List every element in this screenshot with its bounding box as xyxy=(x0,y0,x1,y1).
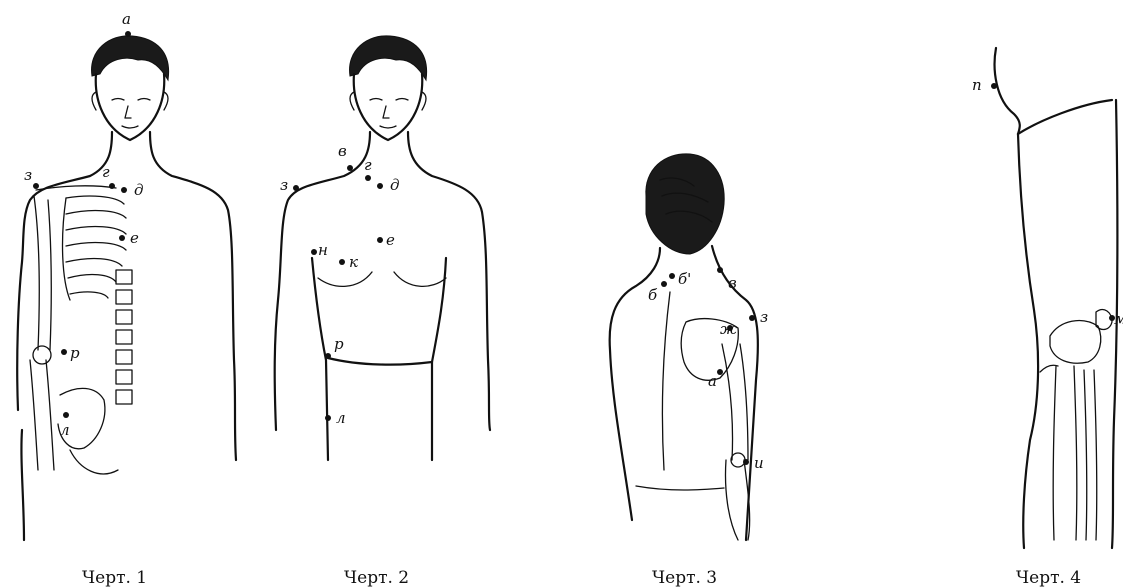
figure-caption: Черт. 4 xyxy=(1016,568,1081,588)
figure-2-drawing xyxy=(275,36,490,460)
point-b-prime-dot xyxy=(669,273,675,279)
point-label: н xyxy=(318,241,328,259)
point-g-dot xyxy=(365,175,371,181)
figure-1: а г д з е р л Черт. 1 xyxy=(17,10,236,588)
point-v-dot xyxy=(347,165,353,171)
point-z-dot xyxy=(293,185,299,191)
figure-1-drawing xyxy=(17,36,236,540)
point-a-dot xyxy=(125,31,131,37)
point-label: л xyxy=(336,409,346,427)
figure-2-points: в г д з н к е р л xyxy=(280,142,400,427)
figure-4: п м Черт. 4 xyxy=(972,48,1123,588)
point-d-dot xyxy=(377,183,383,189)
figure-caption: Черт. 1 xyxy=(82,568,147,588)
figure-4-drawing xyxy=(995,48,1118,548)
point-label: м xyxy=(1114,310,1123,328)
point-label: п xyxy=(972,76,982,94)
figure-caption: Черт. 2 xyxy=(344,568,409,588)
point-l-dot xyxy=(325,415,331,421)
point-e-dot xyxy=(119,235,125,241)
point-z-dot xyxy=(33,183,39,189)
point-r-dot xyxy=(61,349,67,355)
point-n-dot xyxy=(311,249,317,255)
point-r-dot xyxy=(325,353,331,359)
point-label: е xyxy=(386,231,395,249)
point-k-dot xyxy=(339,259,345,265)
point-label: б' xyxy=(678,270,691,288)
point-label: е xyxy=(130,229,139,247)
point-b-dot xyxy=(661,281,667,287)
point-label: ж xyxy=(720,320,737,338)
point-z-dot xyxy=(749,315,755,321)
figure-caption: Черт. 3 xyxy=(652,568,717,588)
point-label: з xyxy=(24,166,32,184)
point-l-dot xyxy=(63,412,69,418)
figure-4-points: п м xyxy=(972,76,1123,328)
point-e-dot xyxy=(377,237,383,243)
point-label: д xyxy=(134,181,144,199)
point-label: к xyxy=(349,253,358,271)
point-a-dot xyxy=(717,369,723,375)
point-label: р xyxy=(334,335,344,353)
point-label: в xyxy=(338,142,347,160)
point-label: а xyxy=(122,10,131,28)
figure-2: в г д з н к е р л Черт. 2 xyxy=(275,36,490,588)
point-v-dot xyxy=(717,267,723,273)
point-label: л xyxy=(60,421,70,439)
point-p-dot xyxy=(991,83,997,89)
point-d-dot xyxy=(121,187,127,193)
point-label: з xyxy=(760,308,768,326)
point-label: з xyxy=(280,176,288,194)
figure-3-drawing xyxy=(610,154,758,540)
point-label: в xyxy=(728,274,737,292)
point-i-dot xyxy=(743,459,749,465)
point-label: г xyxy=(102,163,110,181)
point-label: а xyxy=(708,372,717,390)
point-g-dot xyxy=(109,183,115,189)
figure-3-points: б б' в з ж а и xyxy=(648,267,768,472)
point-label: и xyxy=(754,454,764,472)
point-label: д xyxy=(390,176,400,194)
figure-3: б б' в з ж а и Черт. 3 xyxy=(610,154,769,588)
point-label: г xyxy=(364,156,372,174)
point-label: р xyxy=(70,344,80,362)
point-label: б xyxy=(648,286,658,304)
figure-1-points: а г д з е р л xyxy=(24,10,144,439)
